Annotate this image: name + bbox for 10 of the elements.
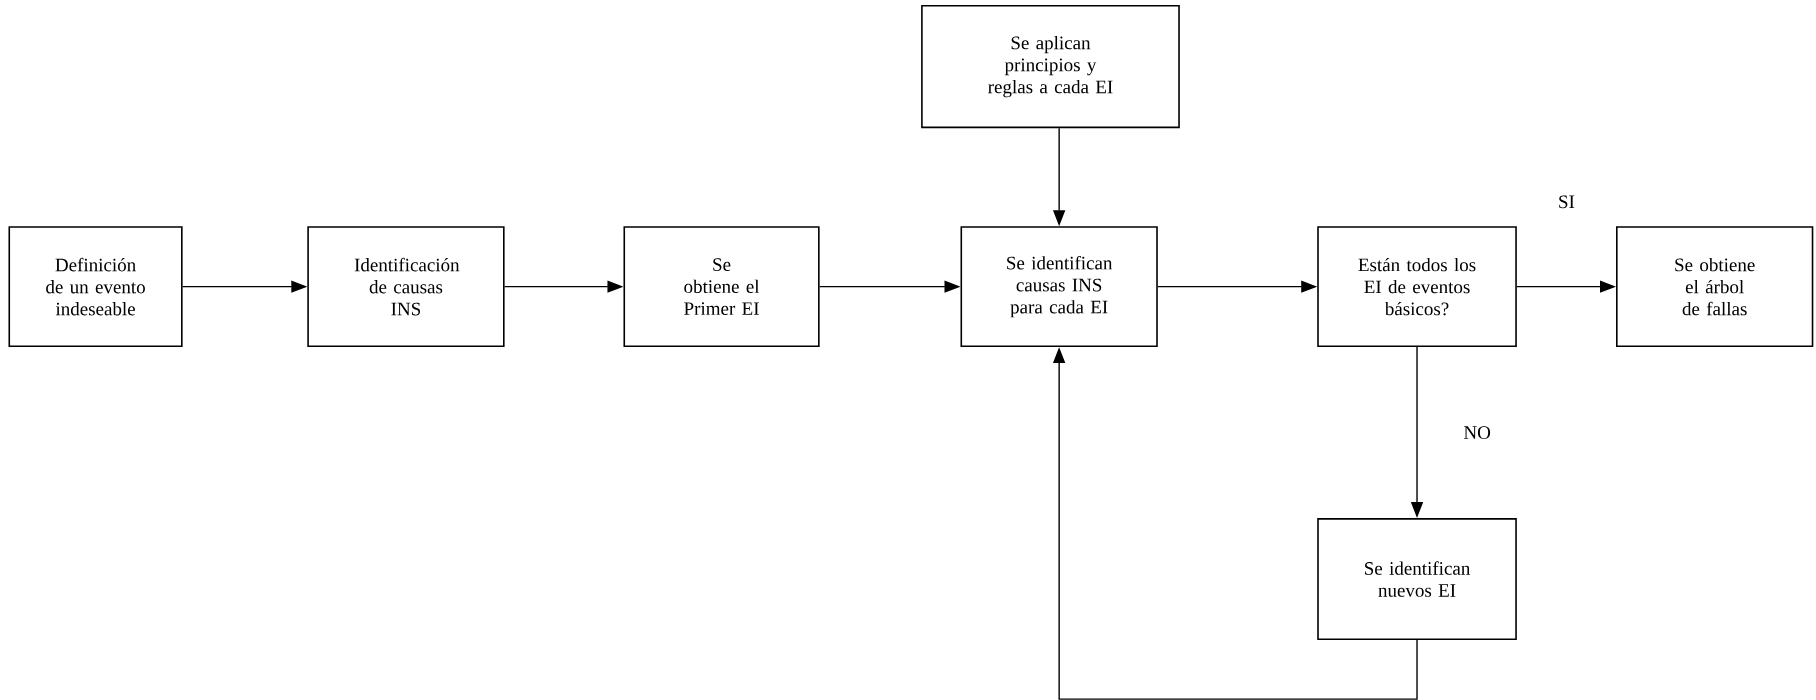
- edge-label: SI: [1556, 193, 1577, 211]
- process-box: Se obtiene el Primer EI: [623, 226, 820, 348]
- process-box: Se identifican causas INS para cada EI: [960, 226, 1158, 348]
- process-box: Se identifican nuevos EI: [1317, 518, 1517, 641]
- process-box: Están todos los EI de eventos básicos?: [1317, 226, 1517, 348]
- edge-label: NO: [1461, 424, 1493, 441]
- process-box: Identificación de causas INS: [307, 226, 505, 348]
- process-box: Definición de un evento indeseable: [8, 226, 183, 348]
- process-box: Se obtiene el árbol de fallas: [1616, 226, 1814, 348]
- process-box: Se aplican principios y reglas a cada EI: [921, 5, 1180, 129]
